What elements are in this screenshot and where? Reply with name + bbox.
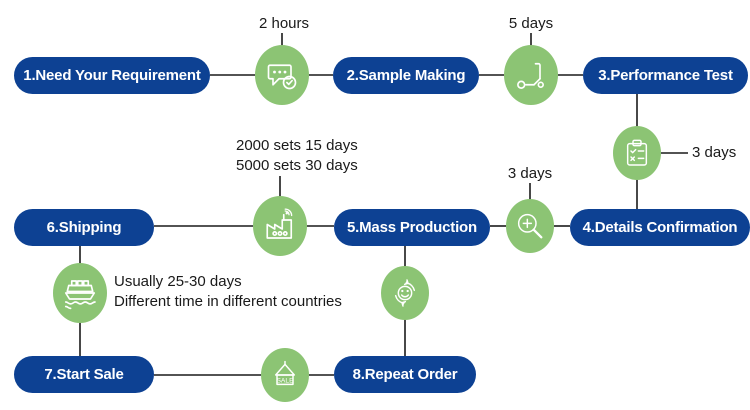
- step-label: 3.Performance Test: [598, 67, 733, 84]
- note-3-days-right: 3 days: [692, 144, 737, 161]
- step-5[interactable]: 5.Mass Production: [334, 209, 490, 246]
- cargo-ship-icon: [64, 280, 96, 310]
- note-2-hours: 2 hours: [258, 15, 310, 32]
- factory-icon-node[interactable]: [253, 196, 307, 256]
- sale-sign-icon-node[interactable]: SALE: [261, 348, 309, 402]
- step-label: 8.Repeat Order: [352, 366, 458, 383]
- scooter-icon: [517, 62, 544, 89]
- note-3-days-inspect: 3 days: [507, 165, 553, 182]
- sale-sign-icon: SALE: [274, 360, 296, 386]
- step-label: 5.Mass Production: [347, 219, 477, 236]
- smiley-repeat-icon-node[interactable]: [381, 266, 429, 320]
- step-7[interactable]: 7.Start Sale: [14, 356, 154, 393]
- note-5-days: 5 days: [508, 15, 554, 32]
- step-label: 4.Details Confirmation: [582, 219, 738, 236]
- step-8[interactable]: 8.Repeat Order: [334, 356, 476, 393]
- clipboard-checklist-icon: [626, 139, 648, 166]
- step-6[interactable]: 6.Shipping: [14, 209, 154, 246]
- note-mass-production: 2000 sets 15 days 5000 sets 30 days: [236, 137, 358, 174]
- clipboard-checklist-icon-node[interactable]: [613, 126, 661, 180]
- step-label: 6.Shipping: [46, 219, 122, 236]
- smiley-repeat-icon: [394, 279, 416, 307]
- factory-icon: [266, 208, 293, 239]
- step-label: 1.Need Your Requirement: [23, 67, 201, 84]
- step-label: 7.Start Sale: [44, 366, 124, 383]
- step-3[interactable]: 3.Performance Test: [583, 57, 748, 94]
- step-1[interactable]: 1.Need Your Requirement: [14, 57, 210, 94]
- step-label: 2.Sample Making: [346, 67, 466, 84]
- scooter-icon-node[interactable]: [504, 45, 558, 105]
- magnifier-plus-icon: [517, 213, 543, 239]
- chat-approval-icon: [267, 64, 297, 90]
- chat-approval-icon-node[interactable]: [255, 45, 309, 105]
- note-shipping-time: Usually 25-30 days Different time in dif…: [114, 273, 342, 310]
- step-4[interactable]: 4.Details Confirmation: [570, 209, 750, 246]
- cargo-ship-icon-node[interactable]: [53, 263, 107, 323]
- step-2[interactable]: 2.Sample Making: [333, 57, 479, 94]
- svg-text:SALE: SALE: [276, 377, 294, 384]
- magnifier-plus-icon-node[interactable]: [506, 199, 554, 253]
